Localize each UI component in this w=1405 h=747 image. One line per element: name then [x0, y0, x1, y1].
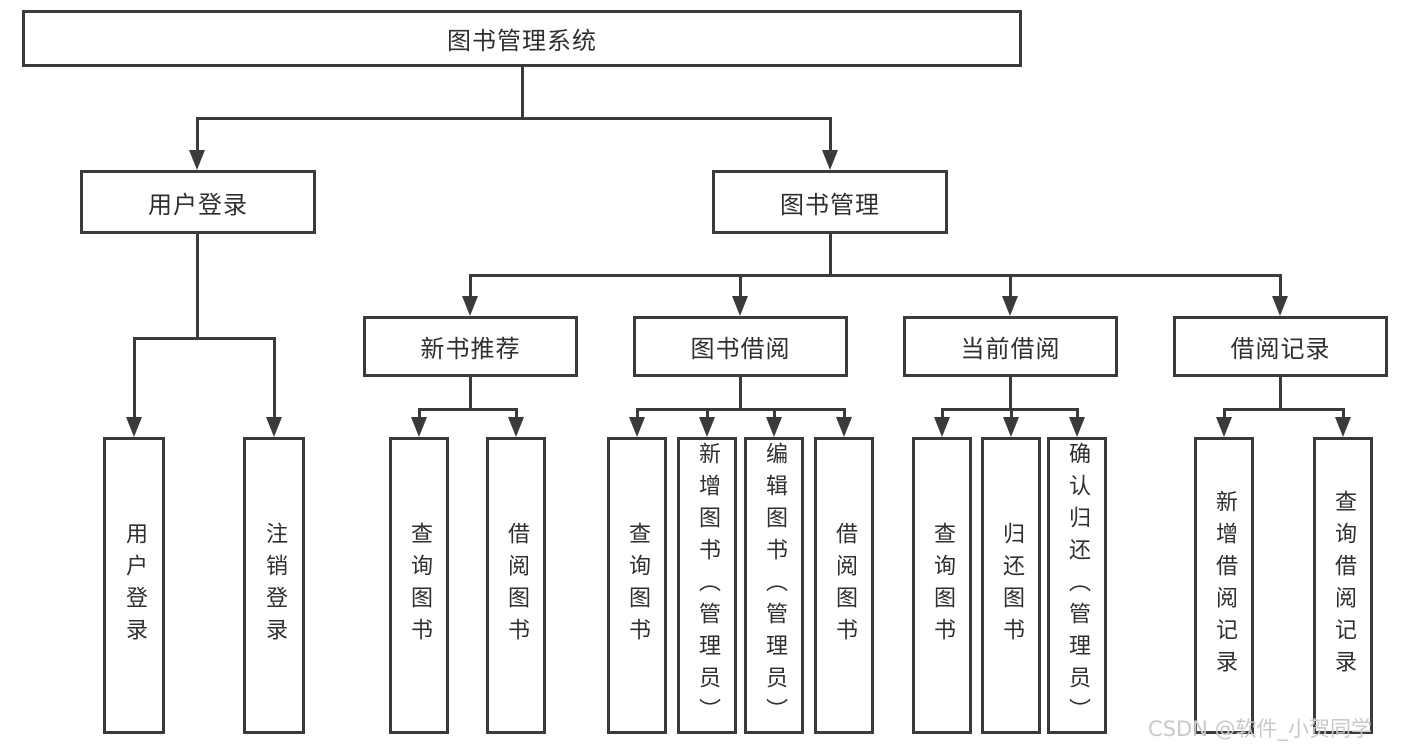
- connector-root-trunk: [520, 67, 524, 117]
- arrow-down-icon: [699, 417, 715, 437]
- node-current-borrow-label: 当前借阅: [960, 335, 1061, 363]
- connector-book-management-trunk: [828, 234, 832, 274]
- connector-borrowing-trunk: [738, 377, 742, 408]
- arrow-down-icon: [1003, 417, 1019, 437]
- node-borrow-records-label: 借阅记录: [1230, 335, 1331, 363]
- leaf-newbook-borrow-label: 借阅图书: [504, 521, 529, 650]
- leaf-borrowing-borrow: 借阅图书: [814, 437, 874, 734]
- arrow-down-icon: [266, 417, 282, 437]
- leaf-current-return: 归还图书: [981, 437, 1041, 734]
- node-root-system: 图书管理系统: [22, 10, 1022, 67]
- leaf-borrowing-query: 查询图书: [607, 437, 667, 734]
- arrow-down-icon: [1335, 417, 1351, 437]
- node-current-borrow: 当前借阅: [903, 316, 1118, 377]
- arrow-down-icon: [822, 150, 838, 170]
- node-new-books-label: 新书推荐: [420, 335, 521, 363]
- node-user-login: 用户登录: [80, 170, 316, 234]
- connector-user-login-trunk: [195, 234, 199, 337]
- leaf-borrowing-query-label: 查询图书: [625, 521, 650, 650]
- connector-new-books-trunk: [468, 377, 472, 408]
- connector-leaf-drop: [514, 408, 518, 421]
- leaf-records-query-label: 查询借阅记录: [1331, 489, 1356, 682]
- connector-drop-borrowing: [738, 274, 742, 300]
- leaf-records-add-label: 新增借阅记录: [1212, 489, 1237, 682]
- node-borrow-records: 借阅记录: [1173, 316, 1388, 377]
- node-borrowing: 图书借阅: [633, 316, 848, 377]
- leaf-records-query: 查询借阅记录: [1313, 437, 1373, 734]
- connector-leaf-drop: [1075, 408, 1079, 421]
- arrow-down-icon: [126, 417, 142, 437]
- leaf-borrowing-borrow-label: 借阅图书: [832, 521, 857, 650]
- leaf-borrowing-add-label: 新增图书（管理员）: [695, 441, 720, 730]
- connector-drop-user-login: [195, 117, 199, 152]
- arrow-down-icon: [732, 296, 748, 316]
- arrow-down-icon: [1272, 296, 1288, 316]
- connector-leaf-drop: [1222, 408, 1226, 421]
- connector-records-trunk: [1278, 377, 1282, 408]
- arrow-down-icon: [1069, 417, 1085, 437]
- node-new-books: 新书推荐: [363, 316, 578, 377]
- connector-drop-records: [1278, 274, 1282, 300]
- arrow-down-icon: [508, 417, 524, 437]
- connector-drop-login: [132, 337, 136, 421]
- leaf-newbook-borrow: 借阅图书: [486, 437, 546, 734]
- arrow-down-icon: [629, 417, 645, 437]
- leaf-borrowing-add: 新增图书（管理员）: [677, 437, 737, 734]
- connector-current-trunk: [1008, 377, 1012, 408]
- leaf-records-add: 新增借阅记录: [1194, 437, 1254, 734]
- arrow-down-icon: [766, 417, 782, 437]
- connector-user-login-bar: [132, 337, 276, 340]
- node-borrowing-label: 图书借阅: [690, 335, 791, 363]
- arrow-down-icon: [1216, 417, 1232, 437]
- node-user-login-label: 用户登录: [148, 190, 248, 219]
- arrow-down-icon: [934, 417, 950, 437]
- leaf-logout-label: 注销登录: [262, 521, 287, 650]
- node-book-management-label: 图书管理: [780, 190, 880, 219]
- leaf-current-query-label: 查询图书: [930, 521, 955, 650]
- connector-leaf-drop: [705, 408, 709, 421]
- arrow-down-icon: [1002, 296, 1018, 316]
- leaf-current-confirm-label: 确认归还（管理员）: [1065, 441, 1090, 730]
- connector-leaf-drop: [417, 408, 421, 421]
- leaf-user-login: 用户登录: [103, 437, 165, 734]
- connector-records-bar: [1222, 408, 1345, 411]
- connector-leaf-drop: [1009, 408, 1013, 421]
- leaf-borrowing-edit: 编辑图书（管理员）: [744, 437, 804, 734]
- arrow-down-icon: [836, 417, 852, 437]
- leaf-newbook-query-label: 查询图书: [407, 521, 432, 650]
- connector-leaf-drop: [940, 408, 944, 421]
- leaf-borrowing-edit-label: 编辑图书（管理员）: [762, 441, 787, 730]
- connector-drop-new-books: [468, 274, 472, 300]
- arrow-down-icon: [411, 417, 427, 437]
- connector-borrowing-bar: [635, 408, 845, 411]
- connector-leaf-drop: [842, 408, 846, 421]
- leaf-current-query: 查询图书: [912, 437, 972, 734]
- node-book-management: 图书管理: [712, 170, 948, 234]
- connector-drop-logout: [272, 337, 276, 421]
- connector-drop-current: [1008, 274, 1012, 300]
- leaf-user-login-label: 用户登录: [122, 521, 147, 650]
- connector-new-books-bar: [417, 408, 518, 411]
- connector-leaf-drop: [635, 408, 639, 421]
- leaf-current-return-label: 归还图书: [999, 521, 1024, 650]
- node-root-label: 图书管理系统: [447, 27, 597, 55]
- connector-level3-bar: [468, 274, 1282, 277]
- csdn-watermark: CSDN @软件_小贺同学: [1148, 717, 1373, 741]
- leaf-newbook-query: 查询图书: [389, 437, 449, 734]
- connector-leaf-drop: [772, 408, 776, 421]
- connector-leaf-drop: [1341, 408, 1345, 421]
- connector-level2-bar: [195, 117, 832, 120]
- arrow-down-icon: [189, 150, 205, 170]
- connector-drop-book-management: [828, 117, 832, 152]
- leaf-current-confirm: 确认归还（管理员）: [1047, 437, 1107, 734]
- arrow-down-icon: [462, 296, 478, 316]
- leaf-logout: 注销登录: [243, 437, 305, 734]
